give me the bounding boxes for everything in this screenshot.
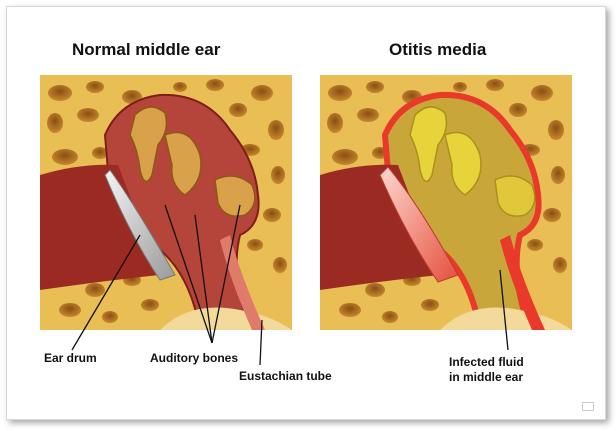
ear-canal [320, 164, 440, 290]
eustachian-tube-label: Eustachian tube [239, 369, 332, 383]
title-otitis-media: Otitis media [389, 40, 487, 59]
incus [164, 131, 202, 196]
corner-icon [582, 402, 594, 411]
normal-ear-illustration [40, 75, 292, 330]
ear-drum-label: Ear drum [44, 351, 97, 365]
inflamed-eustachian-tube [500, 235, 545, 330]
bulging-ear-drum [379, 166, 459, 283]
infected-fluid-label-line2: in middle ear [449, 370, 524, 384]
eustachian-tube-shape [220, 235, 265, 330]
incus [444, 131, 482, 196]
ear-drum-shape [104, 169, 176, 281]
auditory-bones-pointer-2 [194, 214, 213, 344]
otitis-media-illustration [320, 75, 572, 330]
ear-canal [40, 164, 160, 290]
malleus [409, 106, 448, 183]
ear-drum-pointer [71, 234, 141, 351]
infected-fluid-label-line1: Infected fluid [449, 355, 524, 369]
stapes [214, 175, 256, 217]
infected-fluid-pointer [499, 269, 509, 351]
stapes [494, 175, 536, 217]
eustachian-tube-pointer [259, 319, 263, 366]
auditory-bones-pointer-1 [164, 204, 213, 344]
malleus [129, 106, 168, 183]
title-normal-ear: Normal middle ear [72, 40, 221, 59]
auditory-bones-label: Auditory bones [150, 351, 239, 365]
auditory-bones-pointer-3 [211, 204, 241, 344]
bone-pores [327, 79, 567, 323]
